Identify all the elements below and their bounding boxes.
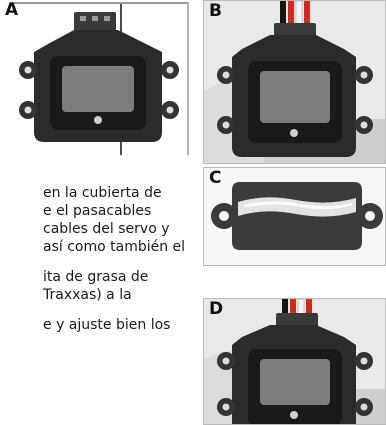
panel-label-c: C <box>209 168 222 188</box>
instruction-line: así como también el <box>43 239 186 255</box>
instruction-line: en la cubierta de <box>43 185 162 201</box>
panel-label-b: B <box>209 1 222 21</box>
instruction-line: e y ajuste bien los <box>43 317 171 333</box>
servo-cover-illustration-a <box>10 2 189 155</box>
instruction-line: cables del servo y <box>43 221 170 237</box>
figure-panel-b: B <box>203 0 386 164</box>
instruction-line: Traxxas) a la <box>43 287 132 303</box>
figure-panel-d: D <box>203 298 386 425</box>
instruction-line: e el pasacables <box>43 203 152 219</box>
instruction-line: ita de grasa de <box>43 269 149 285</box>
panel-label-a: A <box>5 0 19 20</box>
figure-panel-a: A <box>0 0 198 155</box>
grommet-grease-illustration-c <box>204 168 385 265</box>
figure-panel-c: C <box>203 167 386 266</box>
panel-label-d: D <box>209 299 224 319</box>
servo-cover-illustration-b <box>204 1 385 163</box>
servo-cover-illustration-d <box>204 299 385 424</box>
